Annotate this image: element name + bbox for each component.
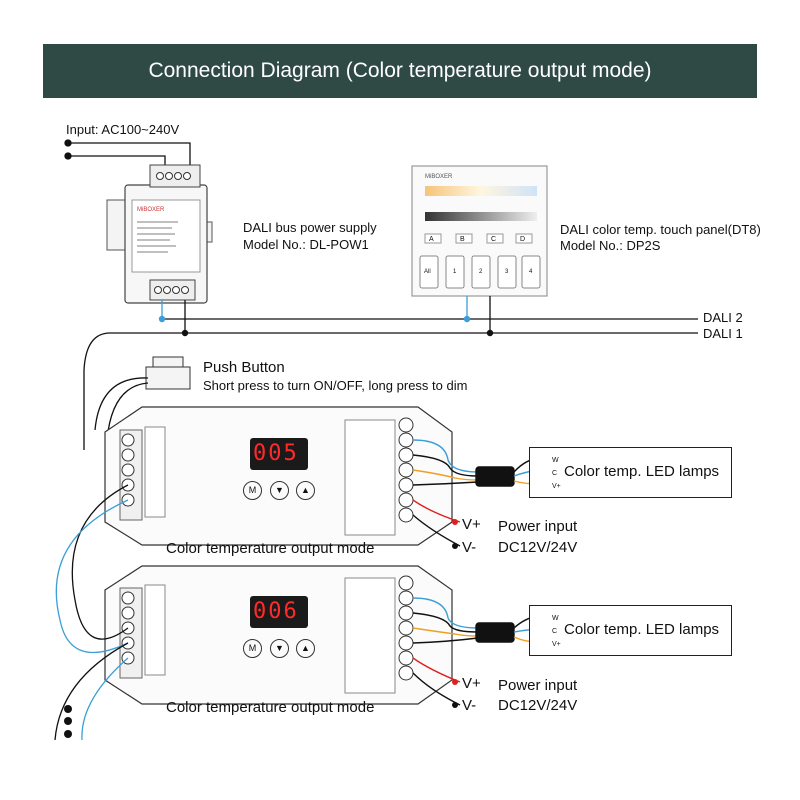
daisy-chain-wires	[54, 484, 129, 741]
vminus-dot	[452, 702, 458, 708]
panel-button-d: D	[520, 236, 526, 243]
controller-1-mode-label: Color temperature output mode	[166, 540, 375, 557]
controller-2-mode-key[interactable]: M	[243, 639, 262, 658]
controller-2-mode-label: Color temperature output mode	[166, 699, 375, 716]
controller-2-vminus: V-	[462, 697, 477, 714]
vminus-dot	[452, 543, 458, 549]
controller-1-vplus: V+	[462, 516, 481, 533]
panel-zone-all: All	[424, 269, 431, 275]
power-supply-model: Model No.: DL-POW1	[243, 237, 369, 252]
controller-1-vminus: V-	[462, 539, 477, 556]
controller-1-down-key[interactable]: ▼	[270, 481, 289, 500]
controller-2-device	[104, 565, 453, 705]
controller-2-up-key[interactable]: ▲	[296, 639, 315, 658]
panel-zone-4: 4	[529, 269, 533, 275]
controller-1-mode-key[interactable]: M	[243, 481, 262, 500]
lamp-2-terminal-w: W	[552, 615, 559, 622]
lamps-1-label: Color temp. LED lamps	[564, 463, 720, 480]
lamp-1-terminal-w: W	[552, 457, 559, 464]
panel-zone-1: 1	[453, 269, 457, 275]
dali-bus	[83, 296, 698, 450]
diagram-header: Connection Diagram (Color temperature ou…	[43, 44, 757, 98]
dali-2-label: DALI 2	[703, 310, 743, 325]
controller-1-device	[104, 406, 453, 546]
vplus-dot	[452, 679, 458, 685]
power-supply-name: DALI bus power supply	[243, 220, 377, 235]
bus-junction-dot	[463, 315, 471, 323]
lamp-1-terminal-c: C	[552, 470, 558, 477]
push-button-description: Short press to turn ON/OFF, long press t…	[203, 378, 468, 393]
lamps-box-2	[529, 605, 732, 656]
bus-junction-dot	[486, 329, 494, 337]
lamp-2-terminal-c: C	[552, 628, 558, 635]
vplus-dot	[452, 519, 458, 525]
lamps-2-label: Color temp. LED lamps	[564, 621, 720, 638]
panel-button-c: C	[491, 236, 497, 243]
panel-button-b: B	[460, 236, 465, 243]
controller-1-power-label: Power input	[498, 518, 578, 535]
controller-2-power-label: Power input	[498, 677, 578, 694]
touch-panel-model: Model No.: DP2S	[560, 238, 661, 253]
touch-panel-brand: MiBOXER	[425, 174, 453, 180]
lamp-2-terminal-vplus: V+	[552, 641, 561, 648]
power-supply-brand: MiBOXER	[137, 207, 165, 213]
touch-panel-device: MiBOXER	[411, 165, 548, 297]
power-supply-device: MiBOXER	[106, 164, 213, 304]
diagram-title: Connection Diagram (Color temperature ou…	[148, 59, 652, 82]
lamps-box-1	[529, 447, 732, 498]
controller-1-up-key[interactable]: ▲	[296, 481, 315, 500]
lamp-1-terminal-vplus: V+	[552, 483, 561, 490]
panel-zone-3: 3	[505, 269, 509, 275]
bus-junction-dot	[158, 315, 166, 323]
dali-bus-blue-drops	[161, 296, 468, 319]
panel-zone-2: 2	[479, 269, 483, 275]
controller-2-power-voltage: DC12V/24V	[498, 697, 578, 714]
continuation-dots	[64, 705, 72, 738]
dali-1-label: DALI 1	[703, 326, 743, 341]
input-label: Input: AC100~240V	[66, 122, 180, 137]
bus-junction-dot	[181, 329, 189, 337]
touch-panel-name: DALI color temp. touch panel(DT8)	[560, 222, 761, 237]
output-wires-2	[412, 597, 539, 706]
controller-2-down-key[interactable]: ▼	[270, 639, 289, 658]
push-button-device	[94, 356, 191, 441]
panel-button-a: A	[429, 236, 434, 243]
controller-2-display: 006	[253, 599, 299, 624]
controller-1-display: 005	[253, 441, 299, 466]
controller-2-vplus: V+	[462, 675, 481, 692]
push-button-name: Push Button	[203, 359, 285, 376]
controller-1-power-voltage: DC12V/24V	[498, 539, 578, 556]
